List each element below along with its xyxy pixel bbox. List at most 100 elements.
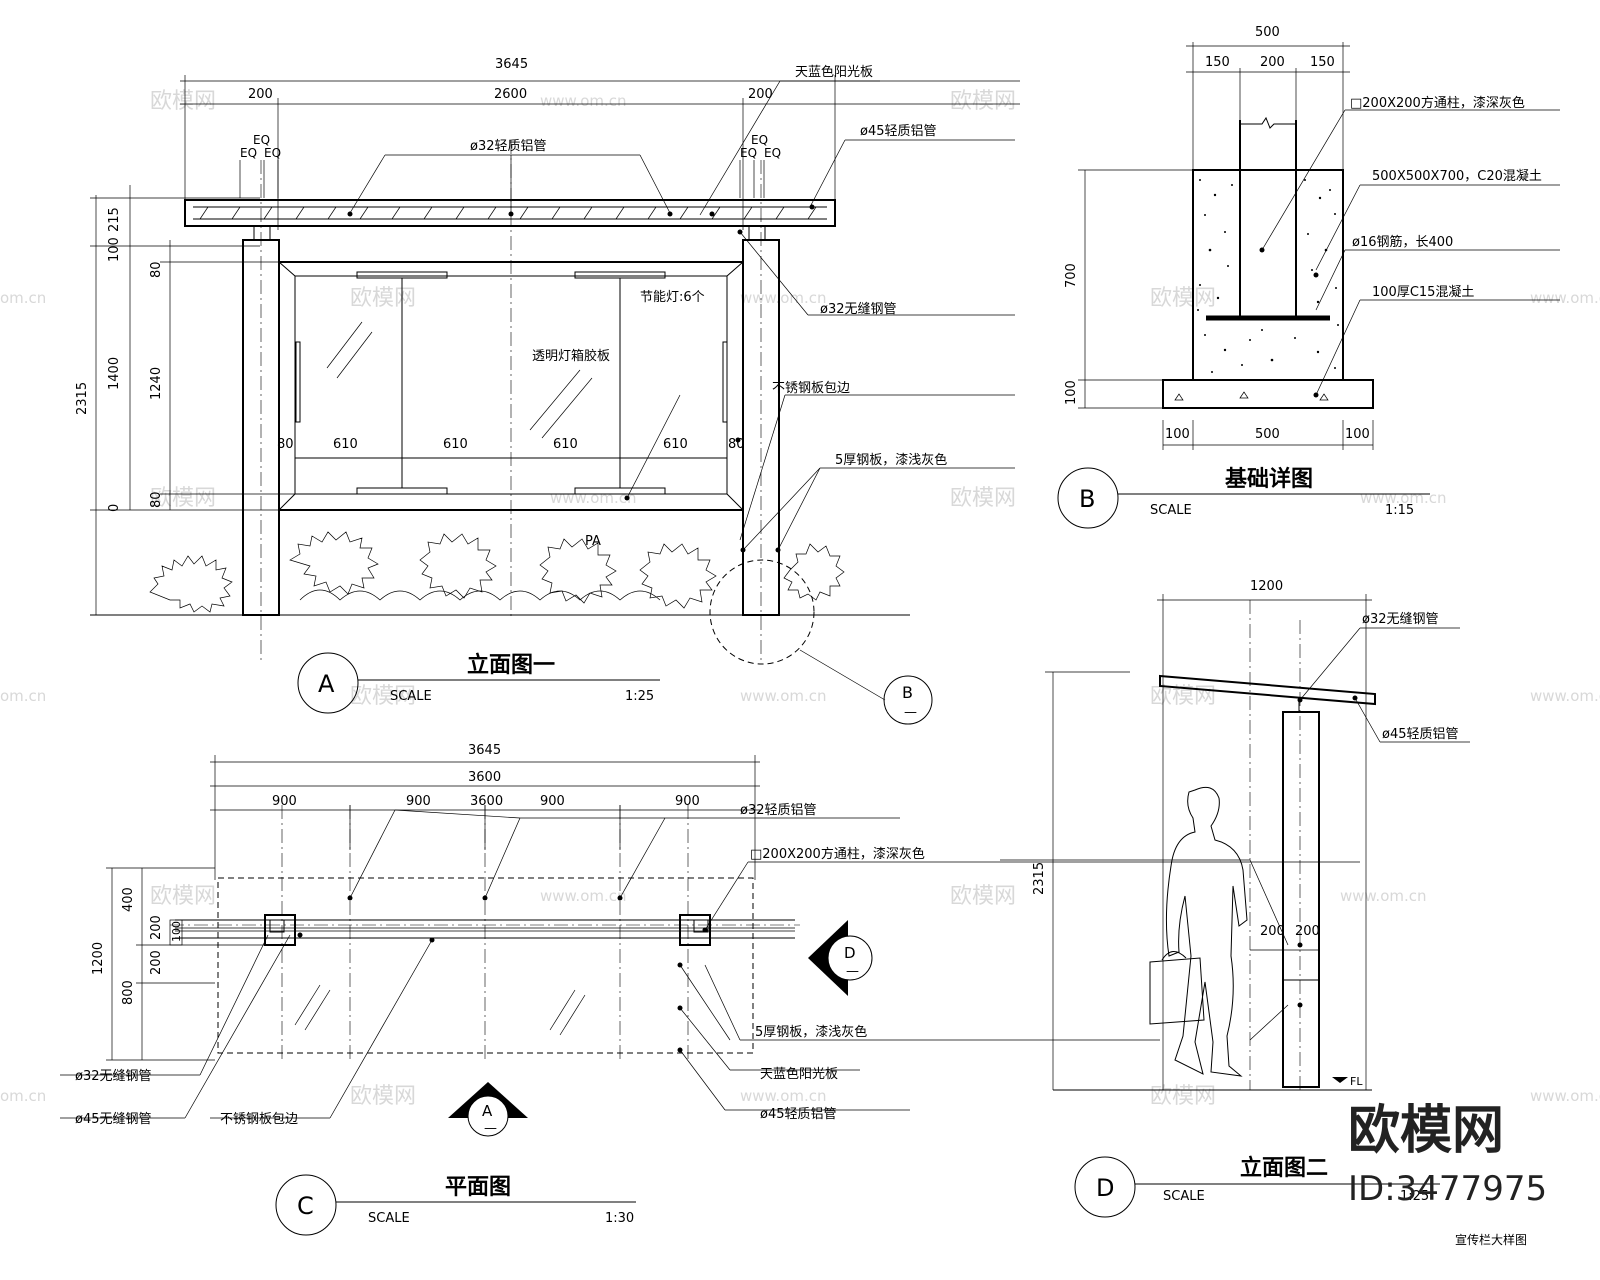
- label-plan-column: □200X200方通柱，漆深灰色: [750, 846, 925, 862]
- column-plan-right: [679, 914, 711, 946]
- watermark-domain: om.cn: [0, 289, 46, 307]
- dim-d-col: 200: [1260, 924, 1285, 939]
- dim-panel-bay: 610: [443, 437, 468, 452]
- watermark-brand: 欧模网: [350, 1084, 416, 1109]
- dim-eq: EQ: [751, 133, 768, 147]
- dim-column-width: 200: [1260, 55, 1285, 70]
- dim-plan-bay: 900: [272, 794, 297, 809]
- dim-panel-bay: 610: [663, 437, 688, 452]
- watermark-url: www.om.cn: [1530, 1087, 1600, 1105]
- label-plan-polycarbonate: 天蓝色阳光板: [760, 1066, 838, 1082]
- label-seamless32: ø32无缝钢管: [820, 302, 897, 317]
- view-d-elevation: 1200 2315 FL 200 200: [1000, 579, 1470, 1218]
- watermark-brand: 欧模网: [350, 684, 416, 709]
- label-plan-steel-trim: 不锈钢板包边: [220, 1112, 298, 1127]
- label-lamp: 节能灯:6个: [640, 290, 705, 305]
- watermark-brand: 欧模网: [950, 486, 1016, 511]
- dim-eq: EQ: [740, 146, 757, 160]
- concrete-footing: [1192, 169, 1344, 381]
- dim-plan-col: 200: [149, 950, 164, 975]
- dim-eq: EQ: [764, 146, 781, 160]
- title-bubble-a: [297, 652, 359, 714]
- label-steel-trim: 不锈钢板包边: [772, 381, 850, 396]
- callout-d-sub: —: [846, 964, 859, 979]
- label-plan-tube45: ø45轻质铝管: [760, 1107, 837, 1122]
- watermark-url: www.om.cn: [740, 1087, 827, 1105]
- tilted-roof: [1159, 674, 1376, 706]
- dim-roof-thickness: 215: [107, 207, 122, 232]
- sheet-caption: 宣传栏大样图: [1455, 1232, 1527, 1247]
- dim-eq: EQ: [240, 146, 257, 160]
- title-bubble-c: [275, 1174, 337, 1236]
- dim-plan-bay: 900: [406, 794, 431, 809]
- post-side: [1282, 711, 1320, 1088]
- label-concrete: 500X500X700，C20混凝土: [1372, 168, 1542, 184]
- brand-overlay: 欧模网 ID:3477975 宣传栏大样图: [1348, 1101, 1547, 1247]
- callout-d-letter: D: [844, 944, 856, 962]
- watermark-url: www.om.cn: [540, 92, 627, 110]
- label-d-tube45: ø45轻质铝管: [1382, 727, 1459, 742]
- view-b-foundation-detail: 500 150 200 150: [1057, 25, 1560, 529]
- watermark-brand: 欧模网: [1150, 1084, 1216, 1109]
- roof-outline-plan: [217, 877, 754, 1054]
- watermark-brand: 欧模网: [350, 286, 416, 311]
- dim-side-left: 200: [248, 87, 273, 102]
- dim-panel-bay: 610: [333, 437, 358, 452]
- view-b-title: 基础详图: [1225, 466, 1313, 492]
- label-pa: PA: [585, 534, 601, 549]
- label-plan-seamless45: ø45无缝钢管: [75, 1112, 152, 1127]
- label-fl: FL: [1350, 1075, 1363, 1088]
- dim-plan-overall: 3645: [468, 743, 501, 758]
- view-c-scale-label: SCALE: [368, 1211, 410, 1226]
- column-plan-left: [264, 914, 296, 946]
- dim-top-gap: 100: [107, 237, 122, 262]
- view-d-scale-label: SCALE: [1163, 1189, 1205, 1204]
- dim-margin-left: 150: [1205, 55, 1230, 70]
- watermark-layer: 欧模网 www.om.cn 欧模网 欧模网 om.cn www.om.cn 欧模…: [0, 89, 1600, 1109]
- dim-plan-back: 800: [121, 980, 136, 1005]
- dim-slab-depth: 100: [1064, 380, 1079, 405]
- dim-panel-edge: 80: [728, 437, 745, 452]
- view-b-scale: 1:15: [1385, 503, 1414, 518]
- roof-hatch: [199, 206, 817, 220]
- watermark-url: www.om.cn: [740, 289, 827, 307]
- dim-panel-bay: 610: [553, 437, 578, 452]
- dim-footing-width: 500: [1255, 427, 1280, 442]
- dim-plan-inner-repeat: 3600: [470, 794, 503, 809]
- dim-frame-top: 80: [149, 261, 164, 278]
- watermark-brand: 欧模网: [150, 884, 216, 909]
- label-column: □200X200方通柱，漆深灰色: [1350, 95, 1525, 111]
- label-polycarbonate: 天蓝色阳光板: [795, 64, 873, 80]
- label-rebar: ø16钢筋，长400: [1352, 234, 1453, 250]
- label-plan-tube32: ø32轻质铝管: [740, 803, 817, 818]
- dim-slab-edge: 100: [1345, 427, 1370, 442]
- callout-a-sub: —: [484, 1121, 497, 1136]
- dim-eq: EQ: [264, 146, 281, 160]
- dim-footing-width-top: 500: [1255, 25, 1280, 40]
- dim-overall-width: 3645: [495, 57, 528, 72]
- human-figure: [1165, 786, 1248, 1077]
- brand-id: ID:3477975: [1348, 1169, 1547, 1209]
- label-tube45: ø45轻质铝管: [860, 124, 937, 139]
- watermark-brand: 欧模网: [150, 486, 216, 511]
- watermark-brand: 欧模网: [150, 89, 216, 114]
- view-a-scale: 1:25: [625, 689, 654, 704]
- dim-frame-bottom: 80: [149, 491, 164, 508]
- dim-center-span: 2600: [494, 87, 527, 102]
- view-c-plan: 3645 3600 900 900 3600 900 900: [60, 743, 1360, 1236]
- label-base: 100厚C15混凝土: [1372, 284, 1474, 300]
- dim-glass-height: 1240: [149, 367, 164, 400]
- view-c-scale: 1:30: [605, 1211, 634, 1226]
- dim-plan-beam: 100: [170, 921, 183, 942]
- title-bubble-b: [1057, 467, 1119, 529]
- title-bubble-d: [1074, 1156, 1136, 1218]
- view-d-title: 立面图二: [1240, 1155, 1328, 1181]
- dim-plan-col: 200: [149, 915, 164, 940]
- label-plan-steel-plate: 5厚钢板，漆浅灰色: [755, 1024, 867, 1040]
- view-c-title: 平面图: [445, 1175, 511, 1200]
- watermark-url: www.om.cn: [1530, 687, 1600, 705]
- dim-plan-inner: 3600: [468, 770, 501, 785]
- watermark-brand: 欧模网: [950, 89, 1016, 114]
- watermark-url: www.om.cn: [1340, 887, 1427, 905]
